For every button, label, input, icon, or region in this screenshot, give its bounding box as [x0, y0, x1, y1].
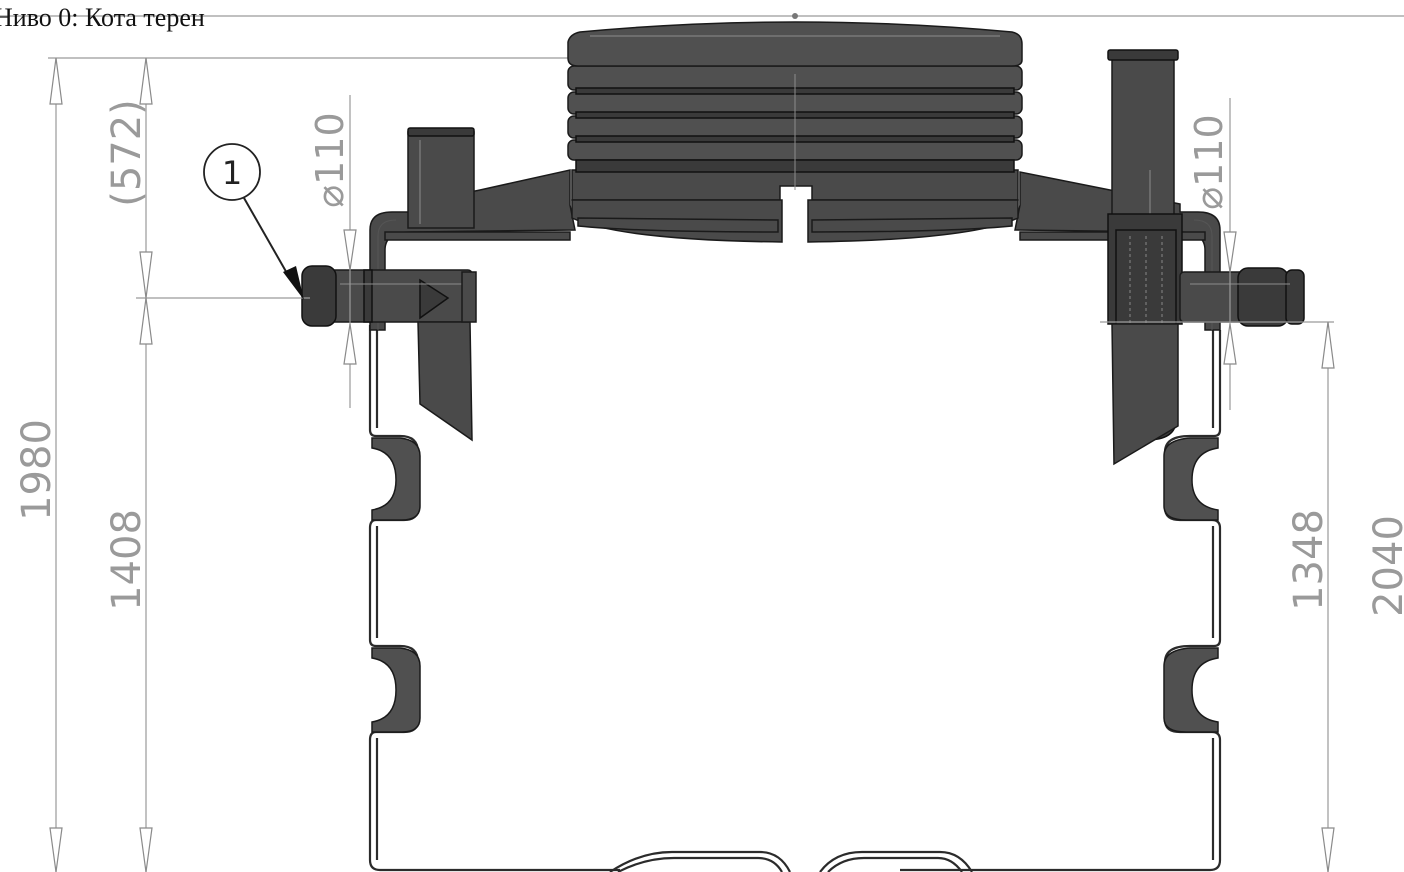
outlet-assembly	[1107, 49, 1305, 466]
inlet-height-label: 1408	[104, 509, 150, 611]
dimension-total-right: 2040	[1366, 515, 1404, 617]
tank-body	[368, 169, 1222, 872]
cover-height-label: (572)	[104, 99, 150, 207]
dimension-total-left: 1980	[14, 57, 63, 872]
manhole-riser	[567, 13, 1023, 243]
callout-1: 1	[203, 143, 304, 300]
outlet-height-label: 1348	[1286, 509, 1332, 611]
dimension-outlet-height: 1348	[1100, 321, 1335, 872]
vent-pipe	[407, 127, 475, 229]
dimension-inlet-height: 1408	[104, 297, 310, 872]
dimension-outlet-diameter: ⌀110	[1187, 98, 1237, 410]
inlet-pipe	[301, 265, 477, 442]
outlet-diameter-label: ⌀110	[1187, 114, 1231, 209]
dimension-inlet-diameter: ⌀110	[308, 95, 357, 408]
level-label: Ниво 0: Кота терен	[0, 3, 205, 32]
total-height-left-label: 1980	[14, 419, 60, 521]
callout-1-label: 1	[222, 154, 242, 192]
dimension-cover: (572)	[104, 57, 153, 299]
inlet-diameter-label: ⌀110	[308, 112, 352, 207]
total-height-right-label: 2040	[1366, 515, 1404, 617]
